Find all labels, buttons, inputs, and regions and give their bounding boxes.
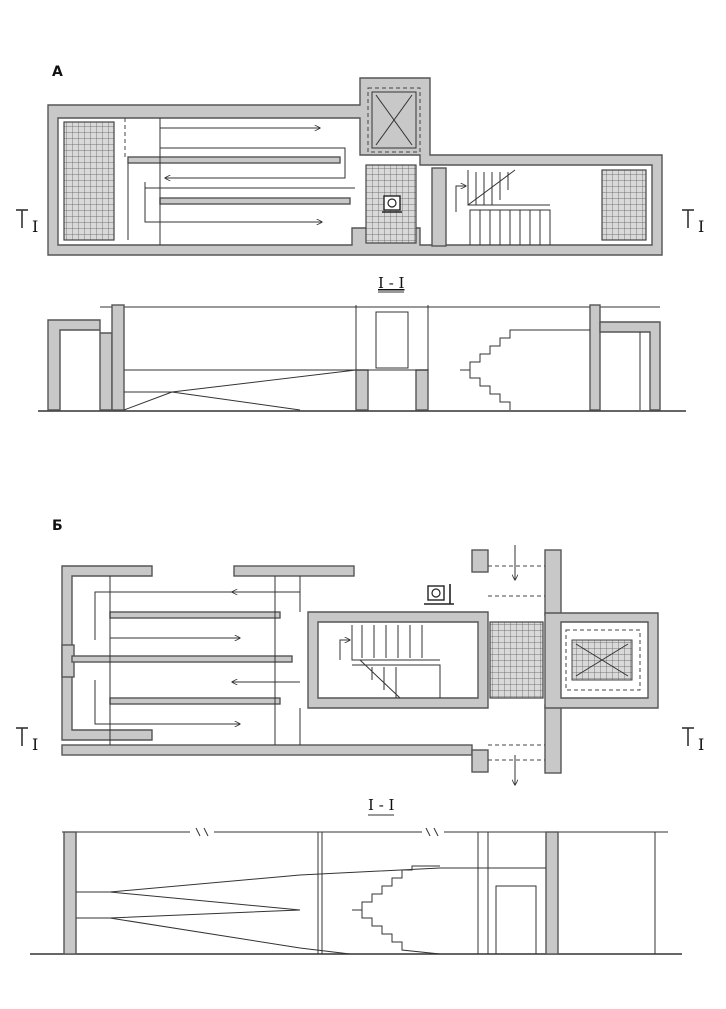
section-marker-left: I	[16, 209, 38, 236]
plan-a-grid-left	[63, 121, 115, 241]
elevator-shaft	[367, 87, 421, 153]
plan-a-walls	[47, 77, 663, 256]
section-a: I - I	[38, 274, 686, 412]
svg-text:I: I	[698, 735, 704, 754]
plan-b-stair	[339, 625, 441, 699]
plan-b-grid	[489, 621, 544, 699]
section-marker-right: I	[682, 209, 704, 236]
section-marker-right-b: I	[682, 727, 704, 754]
wheelchair-icon	[382, 195, 402, 213]
svg-text:I: I	[32, 217, 38, 236]
plan-a-grid-right	[601, 169, 647, 241]
wheelchair-icon-b	[424, 584, 454, 605]
diagram-b-label: Б	[52, 518, 63, 534]
elevator-shaft-b	[565, 629, 641, 691]
diagram-a-label: А	[52, 64, 63, 80]
section-a-title: I - I	[378, 274, 405, 292]
svg-text:I: I	[32, 735, 38, 754]
svg-text:I: I	[698, 217, 704, 236]
section-b-title: I - I	[368, 796, 395, 814]
plan-a-stair	[431, 167, 551, 247]
plan-a: А	[16, 64, 704, 256]
section-b: I - I	[30, 796, 682, 955]
section-marker-left-b: I	[16, 727, 38, 754]
plan-b: Б	[16, 518, 704, 785]
